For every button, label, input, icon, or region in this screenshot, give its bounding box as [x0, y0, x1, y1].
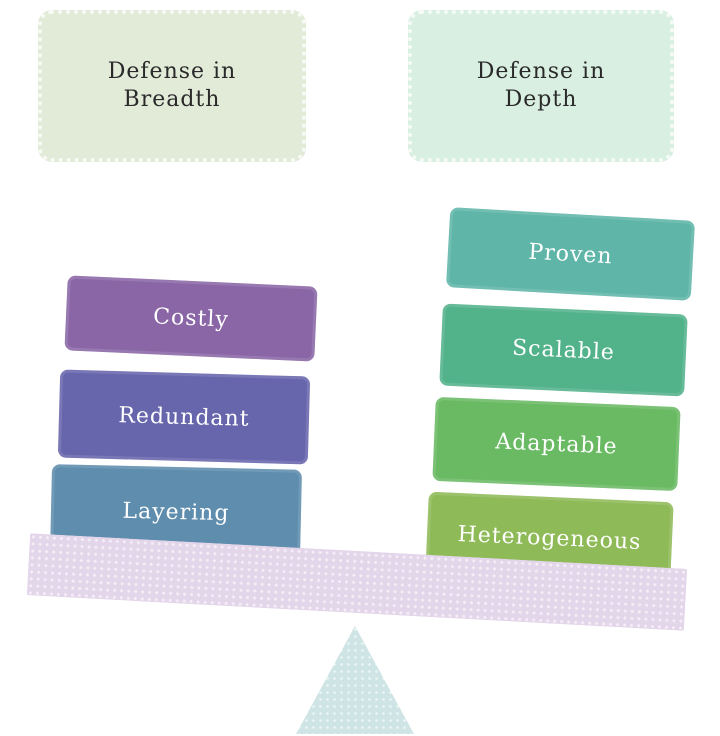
right-block-adaptable: Adaptable	[432, 396, 681, 492]
right-block-proven: Proven	[445, 207, 696, 301]
defense-in-depth-box: Defense in Depth	[408, 10, 674, 162]
block-label: Redundant	[118, 402, 250, 432]
block-label: Proven	[527, 239, 614, 269]
defense-in-breadth-box: Defense in Breadth	[38, 10, 306, 162]
block-label: Costly	[152, 304, 230, 333]
block-label: Adaptable	[494, 428, 619, 460]
fulcrum-triangle	[296, 626, 414, 734]
block-label: Scalable	[511, 335, 616, 365]
right-block-scalable: Scalable	[439, 303, 688, 397]
left-block-costly: Costly	[64, 275, 318, 362]
block-label: Layering	[122, 498, 230, 526]
defense-in-depth-label: Defense in Depth	[476, 59, 606, 112]
left-block-redundant: Redundant	[57, 369, 311, 465]
block-label: Heterogeneous	[457, 521, 642, 555]
defense-in-breadth-label: Defense in Breadth	[107, 59, 237, 112]
